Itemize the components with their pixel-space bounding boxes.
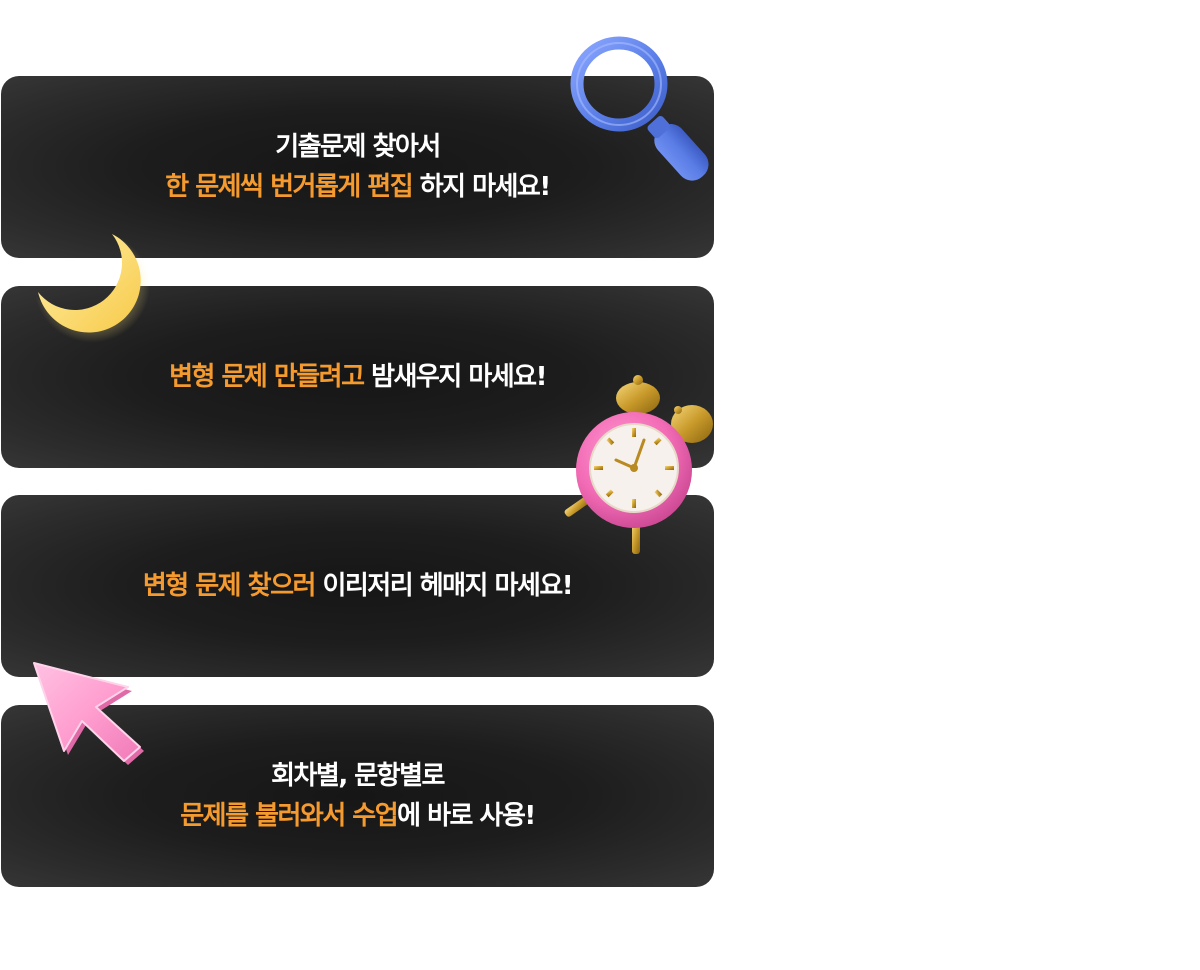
card-line: 문제를 불러와서 수업에 바로 사용! xyxy=(180,796,536,836)
card-text: 하지 마세요! xyxy=(412,172,552,202)
card-highlight-text: 한 문제씩 번거롭게 편집 xyxy=(165,172,413,202)
card-text: 기출문제 찾아서 xyxy=(275,132,441,162)
card-highlight-text: 변형 문제 찾으러 xyxy=(142,571,317,601)
card-text: 에 바로 사용! xyxy=(397,801,536,831)
card-line: 기출문제 찾아서 xyxy=(275,127,441,167)
card-line: 변형 문제 만들려고 밤새우지 마세요! xyxy=(169,357,547,397)
crescent-moon-icon xyxy=(34,230,150,343)
alarm-clock-icon xyxy=(564,375,713,554)
card-line: 회차별, 문항별로 xyxy=(271,756,445,796)
pointer-cursor-icon xyxy=(33,662,144,765)
card-highlight-text: 변형 문제 만들려고 xyxy=(169,362,365,392)
card-line: 한 문제씩 번거롭게 편집 하지 마세요! xyxy=(165,167,552,207)
card-text: 회차별, 문항별로 xyxy=(271,761,445,791)
magnifying-glass-icon xyxy=(570,36,709,181)
feature-card-edit: 기출문제 찾아서 한 문제씩 번거롭게 편집 하지 마세요! xyxy=(1,76,714,258)
card-highlight-text: 문제를 불러와서 수업 xyxy=(180,801,398,831)
card-text: 이리저리 헤매지 마세요! xyxy=(314,571,573,601)
card-line: 변형 문제 찾으러 이리저리 헤매지 마세요! xyxy=(142,566,574,606)
feature-card-search: 변형 문제 찾으러 이리저리 헤매지 마세요! xyxy=(1,495,714,677)
card-text: 밤새우지 마세요! xyxy=(363,362,547,392)
